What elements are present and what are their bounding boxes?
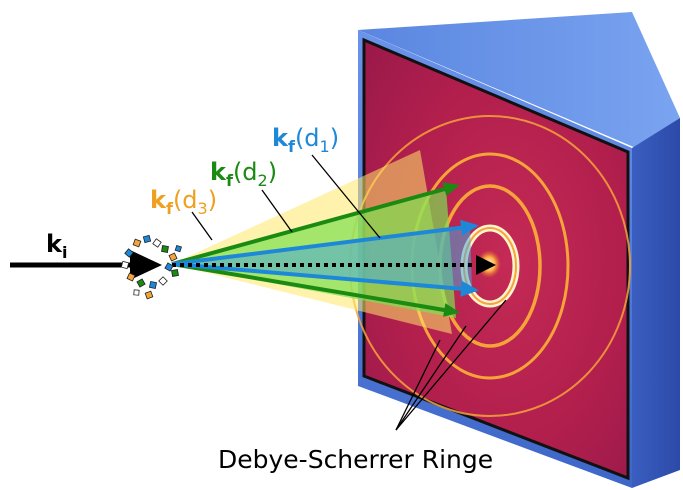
scattered-beams — [171, 182, 479, 317]
leader-caption-1 — [395, 339, 441, 431]
beam-d2-lower — [171, 262, 460, 317]
label-kf-d3: kf(d3) — [150, 186, 217, 218]
leader-caption-3 — [395, 299, 507, 431]
caption-debye-scherrer: Debye-Scherrer Ringe — [218, 445, 493, 474]
beam-d1-lower — [171, 262, 479, 297]
cone-d1 — [172, 225, 472, 290]
leader-d2 — [261, 189, 293, 233]
incident-beam-arrow-icon — [130, 250, 162, 280]
detector-top — [358, 12, 680, 148]
transmitted-beam-arrow-icon — [476, 255, 496, 275]
leader-caption-2 — [395, 325, 467, 431]
leader-d1 — [311, 154, 381, 239]
incident-beam — [10, 250, 496, 280]
beam-d2-upper — [171, 182, 460, 266]
scattering-cones — [172, 150, 472, 334]
leader-d3 — [191, 211, 213, 241]
label-kf-d2: kf(d2) — [210, 158, 277, 190]
label-k-incident: ki — [46, 230, 67, 262]
detector-side — [632, 118, 680, 488]
beam-d1-upper — [171, 219, 479, 266]
label-kf-d1: kf(d1) — [272, 124, 339, 156]
powder-sample-icon — [120, 234, 182, 300]
label-leaders — [191, 154, 507, 431]
